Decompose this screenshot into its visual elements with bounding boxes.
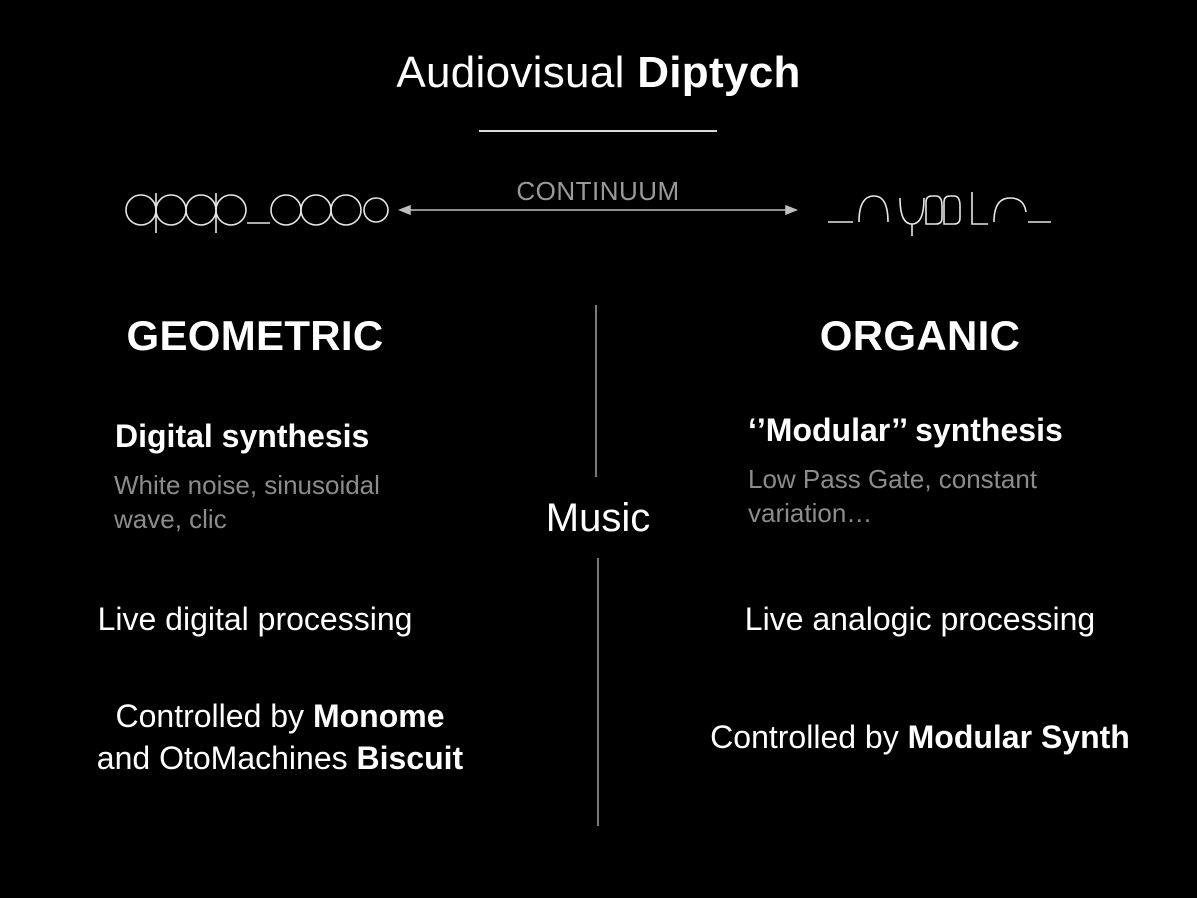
organic-waveform-glyph: [828, 192, 1051, 236]
digital-synthesis-desc-2: wave, clic: [114, 504, 227, 534]
slide-title: Audiovisual Diptych: [0, 48, 1197, 98]
live-analogic-processing: Live analogic processing: [744, 601, 1096, 637]
digital-synthesis-desc-1: White noise, sinusoidal: [114, 470, 380, 500]
title-bold: Diptych: [637, 48, 801, 97]
center-divider-bottom: [597, 558, 599, 826]
biscuit-label: Biscuit: [356, 740, 464, 776]
left-controlled-prefix: Controlled by: [115, 698, 305, 734]
live-digital-processing: Live digital processing: [97, 601, 413, 637]
music-label: Music: [545, 496, 651, 540]
right-controlled-line: Controlled by Modular Synth: [670, 716, 1170, 758]
modular-synthesis-title: ‘’Modular’’ synthesis: [748, 412, 1063, 448]
double-arrow-icon: [398, 204, 798, 216]
modular-synth-label: Modular Synth: [907, 719, 1130, 755]
modular-synthesis-desc-1: Low Pass Gate, constant: [748, 464, 1038, 494]
geometric-waveform-glyph: [125, 193, 389, 233]
geometric-heading: GEOMETRIC: [126, 312, 384, 359]
right-controlled-prefix: Controlled by: [710, 719, 899, 755]
organic-heading: ORGANIC: [819, 312, 1021, 359]
title-prefix: Audiovisual: [396, 48, 625, 97]
center-divider-top: [595, 305, 597, 477]
left-controlled-line-1: Controlled by Monome: [40, 695, 520, 737]
monome-label: Monome: [312, 698, 445, 734]
left-controlled-line-2: and OtoMachines Biscuit: [40, 737, 520, 779]
title-underline: [479, 130, 717, 132]
continuum-label: CONTINUUM: [516, 176, 680, 206]
digital-synthesis-title: Digital synthesis: [115, 418, 370, 454]
modular-synthesis-desc-2: variation…: [748, 498, 873, 528]
left-controlled-line2-prefix: and OtoMachines: [96, 740, 348, 776]
